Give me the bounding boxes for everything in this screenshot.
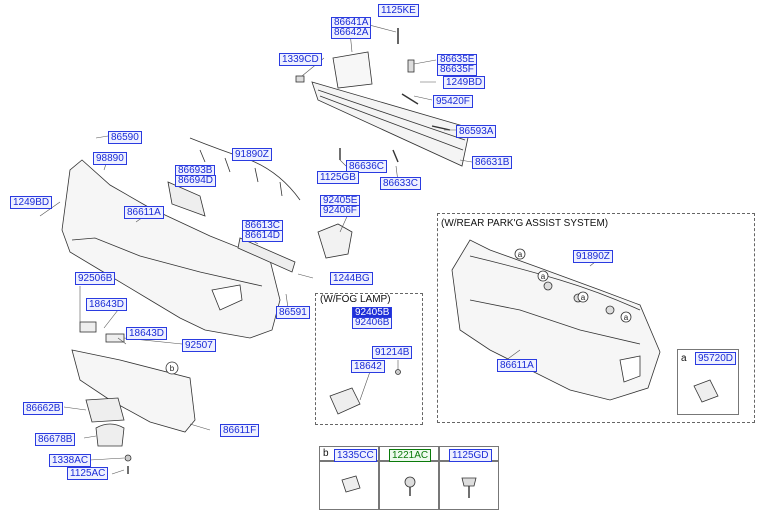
part-86642A[interactable]: 86642A <box>331 27 372 39</box>
part-86593A[interactable]: 86593A <box>456 125 497 138</box>
part-18643D-b[interactable]: 18643D <box>126 327 168 340</box>
fog-lamp-title: (W/FOG LAMP) <box>320 294 391 305</box>
part-1249BD-top[interactable]: 1249BD <box>443 76 486 89</box>
callout-a-95720D: a <box>681 353 687 364</box>
callout-a-4 <box>620 311 632 323</box>
part-86694D[interactable]: 86694D <box>175 175 217 187</box>
callout-b-main <box>165 361 179 375</box>
svg-text:a: a <box>581 293 586 302</box>
callout-a-3 <box>577 291 589 303</box>
part-1221AC[interactable]: 1221AC <box>389 449 432 462</box>
fog-lamp-section <box>315 293 423 425</box>
part-92506B[interactable]: 92506B <box>75 272 116 285</box>
svg-text:b: b <box>170 364 175 373</box>
fastener-table-col2 <box>378 446 380 510</box>
part-95420F[interactable]: 95420F <box>433 95 473 108</box>
fastener-table-col3 <box>438 446 440 510</box>
part-86635F[interactable]: 86635F <box>437 64 477 76</box>
part-1244BG[interactable]: 1244BG <box>330 272 373 285</box>
part-92406B[interactable]: 92406B <box>352 317 393 329</box>
park-assist-section <box>437 213 755 423</box>
clip-95720D-box <box>677 349 739 415</box>
part-1125AC[interactable]: 1125AC <box>67 467 109 480</box>
bumper-beam <box>311 81 471 167</box>
part-95720D[interactable]: 95720D <box>695 352 737 365</box>
callout-b-table: b <box>323 448 329 459</box>
part-1335CC[interactable]: 1335CC <box>334 449 377 462</box>
part-86631B[interactable]: 86631B <box>472 156 513 169</box>
part-1249BD-left[interactable]: 1249BD <box>10 196 53 209</box>
part-86636C[interactable]: 86636C <box>346 160 388 173</box>
bracket-86641A <box>332 51 373 89</box>
part-91214B[interactable]: 91214B <box>372 346 413 359</box>
svg-text:a: a <box>541 272 546 281</box>
part-86611A[interactable]: 86611A <box>124 206 164 219</box>
part-1339CD[interactable]: 1339CD <box>279 53 322 66</box>
part-1125GB[interactable]: 1125GB <box>317 171 359 184</box>
part-86590[interactable]: 86590 <box>108 131 142 144</box>
lower-valence-86611F <box>71 349 196 433</box>
part-92406F[interactable]: 92406F <box>320 205 360 217</box>
park-assist-title: (W/REAR PARK'G ASSIST SYSTEM) <box>441 218 609 229</box>
part-91890Z-parking[interactable]: 91890Z <box>573 250 613 263</box>
part-92507[interactable]: 92507 <box>182 339 216 352</box>
part-98890[interactable]: 98890 <box>93 152 127 165</box>
bumper-cover-86611A-parking <box>451 239 661 401</box>
part-86662B[interactable]: 86662B <box>23 402 64 415</box>
part-1338AC[interactable]: 1338AC <box>49 454 92 467</box>
part-86614D[interactable]: 86614D <box>242 230 284 242</box>
part-18643D-a[interactable]: 18643D <box>86 298 128 311</box>
part-86591[interactable]: 86591 <box>276 306 310 319</box>
part-86633C[interactable]: 86633C <box>380 177 422 190</box>
svg-text:a: a <box>518 250 523 259</box>
callout-a-1 <box>514 248 526 260</box>
part-18642[interactable]: 18642 <box>351 360 385 373</box>
part-86611A-parking[interactable]: 86611A <box>497 359 537 372</box>
part-1125KE[interactable]: 1125KE <box>378 4 419 17</box>
svg-text:a: a <box>624 313 629 322</box>
part-86678B[interactable]: 86678B <box>35 433 76 446</box>
part-86611F[interactable]: 86611F <box>220 424 260 437</box>
part-91890Z[interactable]: 91890Z <box>232 148 272 161</box>
part-1125GD[interactable]: 1125GD <box>449 449 492 462</box>
fastener-table <box>319 446 499 510</box>
callout-a-2 <box>537 270 549 282</box>
